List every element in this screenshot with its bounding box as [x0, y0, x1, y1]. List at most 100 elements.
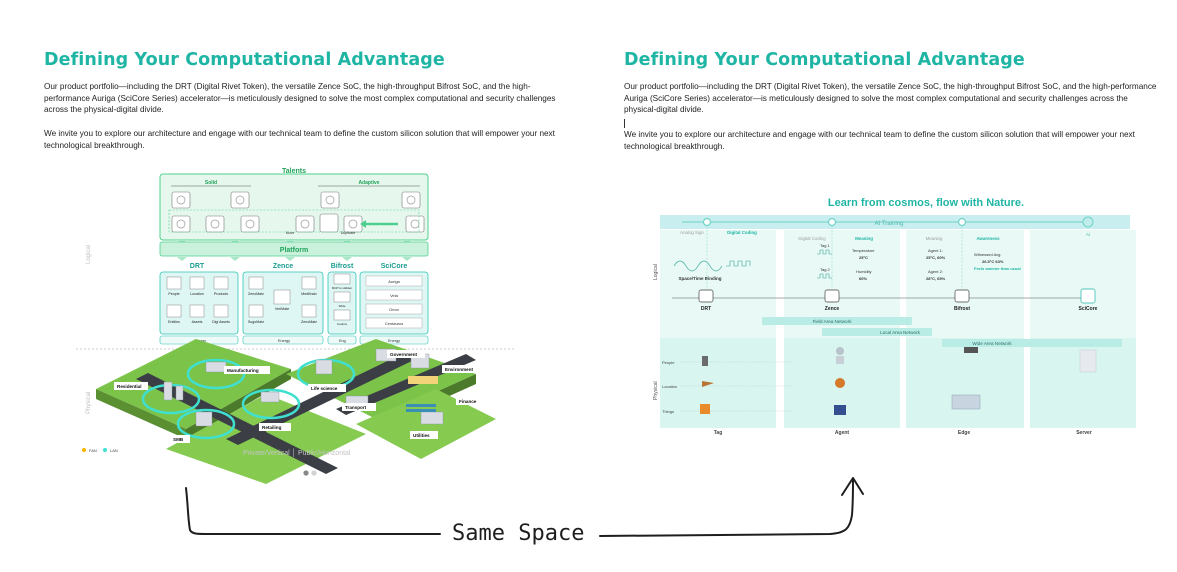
intro-paragraph: Our product portfolio—including the DRT …	[44, 82, 556, 114]
stage-label: Analog Sign	[680, 230, 704, 235]
wan-legend-label: FAN	[89, 448, 97, 453]
sector-label: Manufacturing	[227, 368, 259, 373]
wide-network-bar	[942, 339, 1122, 347]
platform-label: Platform	[280, 247, 308, 254]
humidity-label: Humidity	[856, 269, 872, 274]
agent-value: 25°C, 60%	[926, 255, 946, 260]
chip-label: Zence	[825, 306, 840, 312]
witnessed-values: 26.5°C 63%	[982, 259, 1004, 264]
same-space-label: Same Space	[452, 521, 584, 546]
sector-label: Life science	[311, 386, 338, 391]
ai-icon	[1082, 216, 1094, 228]
bifrost-item: Fedora	[337, 322, 347, 326]
talents-label: Talents	[282, 168, 306, 175]
lan-legend-label: LAN	[110, 448, 118, 453]
bifrost-item: MCP to Hidden	[332, 286, 353, 290]
wan-legend-dot	[82, 448, 86, 452]
platform-bar	[159, 241, 429, 257]
private-public-label: Private/Vertical │ Public/Horizontal	[243, 448, 351, 458]
gear-icon	[171, 191, 425, 233]
temperature-value: 25°C	[859, 255, 868, 260]
drt-item: People	[168, 292, 179, 296]
scicore-heading: SciCore	[381, 263, 408, 270]
carousel-dot-active[interactable]	[303, 470, 309, 476]
scicore-item: Centaurus	[385, 321, 403, 326]
text-cursor	[624, 119, 625, 128]
scicore-item: Orion	[389, 307, 399, 312]
sector-label: Environment	[445, 367, 474, 372]
witnessed-label: Witnessed Avg.	[974, 252, 1002, 257]
local-network-label: Local Area Network	[880, 330, 921, 335]
humidity-value: 60%	[859, 276, 867, 281]
agent-label: Agent 2:	[928, 269, 943, 274]
zence-heading: Zence	[273, 263, 293, 270]
column-label: Tag	[714, 430, 723, 436]
chip-label: DRT	[701, 306, 711, 312]
scicore-item: Vela	[390, 293, 399, 298]
feels-label: Feels warmer than usual	[974, 266, 1021, 271]
sector-label: SMB	[173, 437, 184, 442]
tag-label: Tag 2	[820, 267, 831, 272]
carousel-dot[interactable]	[311, 470, 317, 476]
energy-label: Energy	[278, 339, 290, 343]
column-label: Edge	[958, 430, 970, 436]
scicore-item: Auriga	[388, 279, 400, 284]
bifrost-heading: Bifrost	[331, 263, 354, 270]
solid-label: Solid	[205, 180, 217, 186]
sector-label: Transport	[345, 405, 367, 410]
space-time-label: Space/Time Binding	[679, 276, 722, 281]
row-label: Things	[662, 409, 674, 414]
adaptive-label: Adaptive	[358, 180, 379, 186]
zence-item: SugoMatz	[248, 320, 264, 324]
row-label: People	[662, 360, 675, 365]
agent-label: Agent 1:	[928, 248, 943, 253]
bifrost-item: Wide	[339, 304, 346, 308]
logical-axis-label: Logical	[653, 264, 659, 280]
sector-label: Residential	[117, 384, 142, 389]
product-columns: DRT Zence Bifrost SciCore People Locatio…	[159, 263, 429, 345]
page-title: Defining Your Computational Advantage	[624, 50, 1025, 70]
stage-label: Awareness	[976, 236, 1000, 241]
stage-label: Meaning	[855, 236, 873, 241]
field-network-bar	[762, 317, 912, 325]
drt-item: Digi Assets	[212, 320, 230, 324]
chip-label: Bifrost	[954, 306, 970, 312]
agent-value: 28°C, 65%	[926, 276, 946, 281]
invite-paragraph: We invite you to explore our architectur…	[44, 129, 555, 150]
duplicate-label: Duplicate	[341, 231, 356, 235]
logical-axis-label: Logical	[86, 245, 92, 264]
physical-axis-label: Physical	[653, 381, 659, 400]
city-illustration: Residential Manufacturing Life science G…	[96, 339, 496, 484]
architecture-diagram: Talents Solid Adaptive Move Duplicate Pl…	[76, 168, 514, 484]
stage-label: Digital Coding	[798, 236, 826, 241]
drt-item: Location	[190, 292, 204, 296]
invite-paragraph: We invite you to explore our architectur…	[624, 130, 1135, 151]
wide-network-label: Wide Area Network	[972, 341, 1012, 346]
zence-item: ZenoMatz	[301, 320, 317, 324]
column-label: Agent	[835, 430, 850, 436]
energy-label: Energy	[388, 339, 400, 343]
ai-training-label: AI Training	[875, 221, 904, 227]
field-network-label: Field Area Network	[813, 319, 853, 324]
zence-item: ZenoMatz	[248, 292, 264, 296]
same-space-annotation: Same Space	[185, 477, 864, 546]
zence-item: MedBrain	[301, 292, 316, 296]
physical-axis-label: Physical	[86, 392, 92, 414]
move-label: Move	[286, 231, 295, 235]
page-title: Defining Your Computational Advantage	[44, 50, 445, 70]
local-network-bar	[822, 328, 932, 336]
ai-label: AI	[1086, 232, 1090, 237]
sector-label: Finance	[459, 399, 477, 404]
device-icons	[700, 347, 1097, 415]
sector-label: Retailing	[262, 425, 282, 430]
sector-label: Government	[390, 352, 418, 357]
energy-label: Eng	[339, 339, 346, 343]
drt-item: Products	[214, 292, 228, 296]
temperature-label: Temperature	[852, 248, 875, 253]
diagram-heading: Learn from cosmos, flow with Nature.	[828, 197, 1024, 209]
cosmos-flow-diagram: Learn from cosmos, flow with Nature. AI …	[653, 197, 1136, 436]
stage-label: Meaning	[926, 236, 943, 241]
column-label: Server	[1076, 430, 1092, 436]
row-label: Location	[662, 384, 677, 389]
sector-label: Utilities	[413, 433, 430, 438]
